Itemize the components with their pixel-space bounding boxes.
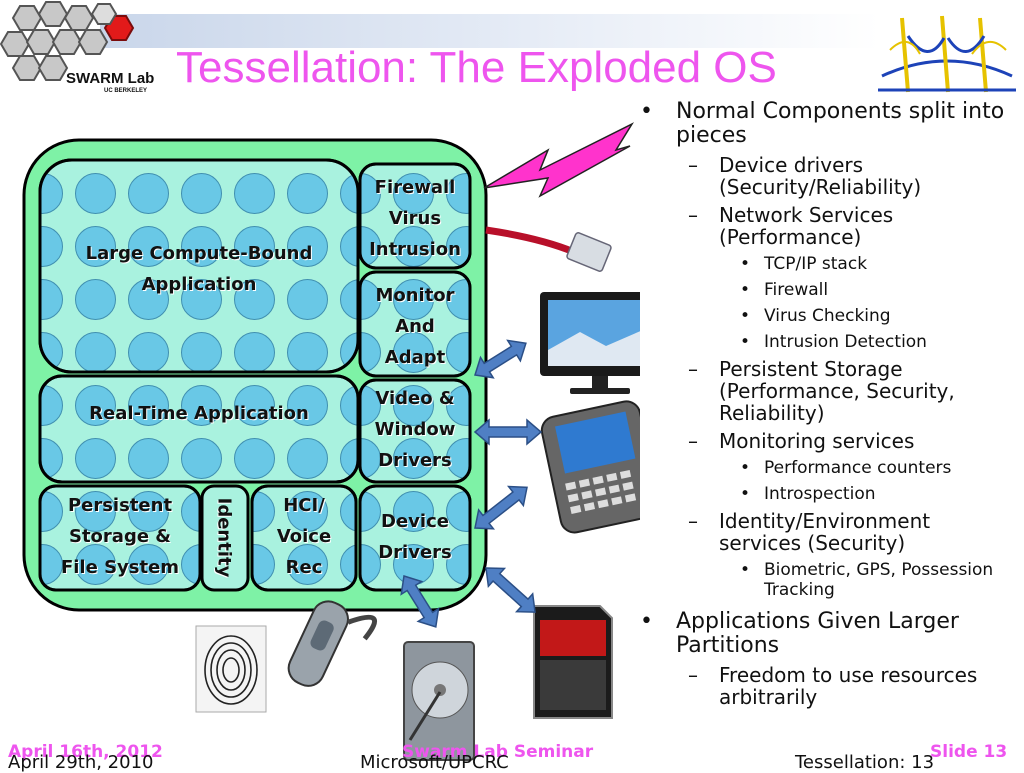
arrow-to-hard-drive [400, 575, 440, 628]
bullet-l2: –Monitoring services [688, 429, 915, 453]
slide-title: Tessellation: The Exploded OS [176, 43, 777, 92]
brand-name: SWARM Lab [66, 70, 155, 87]
bullet-l2: –Identity/Environment services (Security… [688, 509, 931, 555]
bullet-list: •Normal Components split into pieces –De… [628, 99, 1018, 709]
bullet-l3: •Biometric, GPS, Possession Tracking [740, 560, 994, 600]
identity-box [200, 484, 250, 592]
smartphone-image [540, 400, 640, 534]
exploded-os-diagram [22, 122, 640, 761]
bullet-l2: –Network Services (Performance) [688, 203, 894, 249]
network-cable-image [485, 226, 612, 272]
bullet-l3: •Intrusion Detection [740, 332, 927, 352]
bullet-l3: •Virus Checking [740, 306, 891, 326]
identity-label: Identity [213, 497, 235, 578]
swarm-lab-logo [0, 1, 135, 81]
bullet-l1: •Normal Components split into pieces [640, 99, 1005, 148]
footer-date-pink: April 16th, 2012 [8, 742, 163, 762]
footer-slide-label: Tessellation: 13 [795, 752, 935, 773]
footer-slide-number: Slide 13 [930, 742, 1008, 762]
hard-drive-image [403, 641, 475, 761]
bullet-l3: •Introspection [740, 484, 876, 504]
lightning-icon [483, 122, 635, 198]
sd-card-image [533, 605, 613, 719]
bullet-l2: –Device drivers (Security/Reliability) [688, 153, 922, 199]
arrow-to-phone-lower [474, 485, 528, 530]
arrow-to-sd-card [485, 567, 536, 613]
bluetooth-headset-image [287, 600, 377, 687]
large-app-label: Large Compute-Bound Application [85, 243, 313, 295]
footer-org: Microsoft/UPCRC [360, 752, 509, 773]
bullet-l2: –Freedom to use resources arbitrarily [688, 663, 978, 709]
bullet-l3: •Firewall [740, 280, 829, 300]
bridge-logo-icon [878, 15, 1016, 93]
arrow-to-monitor [474, 339, 527, 379]
bullet-l3: •Performance counters [740, 458, 952, 478]
monitor-image [540, 292, 640, 394]
bullet-l3: •TCP/IP stack [740, 254, 868, 274]
bullet-l1: •Applications Given Larger Partitions [640, 609, 959, 658]
arrow-to-phone [473, 418, 543, 446]
footer-seminar: Swarm Lab Seminar [402, 742, 594, 762]
realtime-app-label: Real-Time Application [89, 403, 309, 424]
bullet-l2: –Persistent Storage (Performance, Securi… [688, 357, 955, 425]
title-bar-gradient [100, 14, 880, 48]
fingerprint-image [195, 625, 267, 713]
brand-subtitle: UC BERKELEY [104, 88, 148, 94]
footer-date-black: April 29th, 2010 [8, 752, 154, 773]
